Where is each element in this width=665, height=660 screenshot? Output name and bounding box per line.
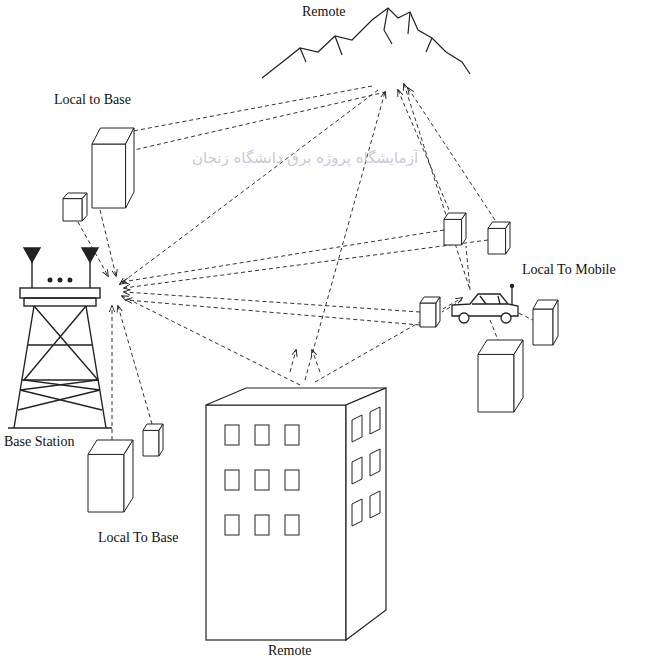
remote-building [206, 388, 386, 640]
local-to-base-label: Local to Base [52, 92, 133, 107]
local-to-base-label: Local To Base [96, 530, 180, 545]
watermark: آزمایشگاه پروژه برق دانشگاه زنجان [190, 150, 420, 167]
remote-label: Remote [266, 643, 314, 658]
local-to-mobile-label: Local To Mobile [520, 262, 618, 277]
mobile-car [452, 285, 518, 324]
base-station-label: Base Station [2, 434, 76, 449]
mountain [262, 8, 470, 78]
propagation-paths [78, 84, 533, 440]
base-station-tower [8, 248, 112, 428]
remote-label: Remote [300, 4, 348, 19]
